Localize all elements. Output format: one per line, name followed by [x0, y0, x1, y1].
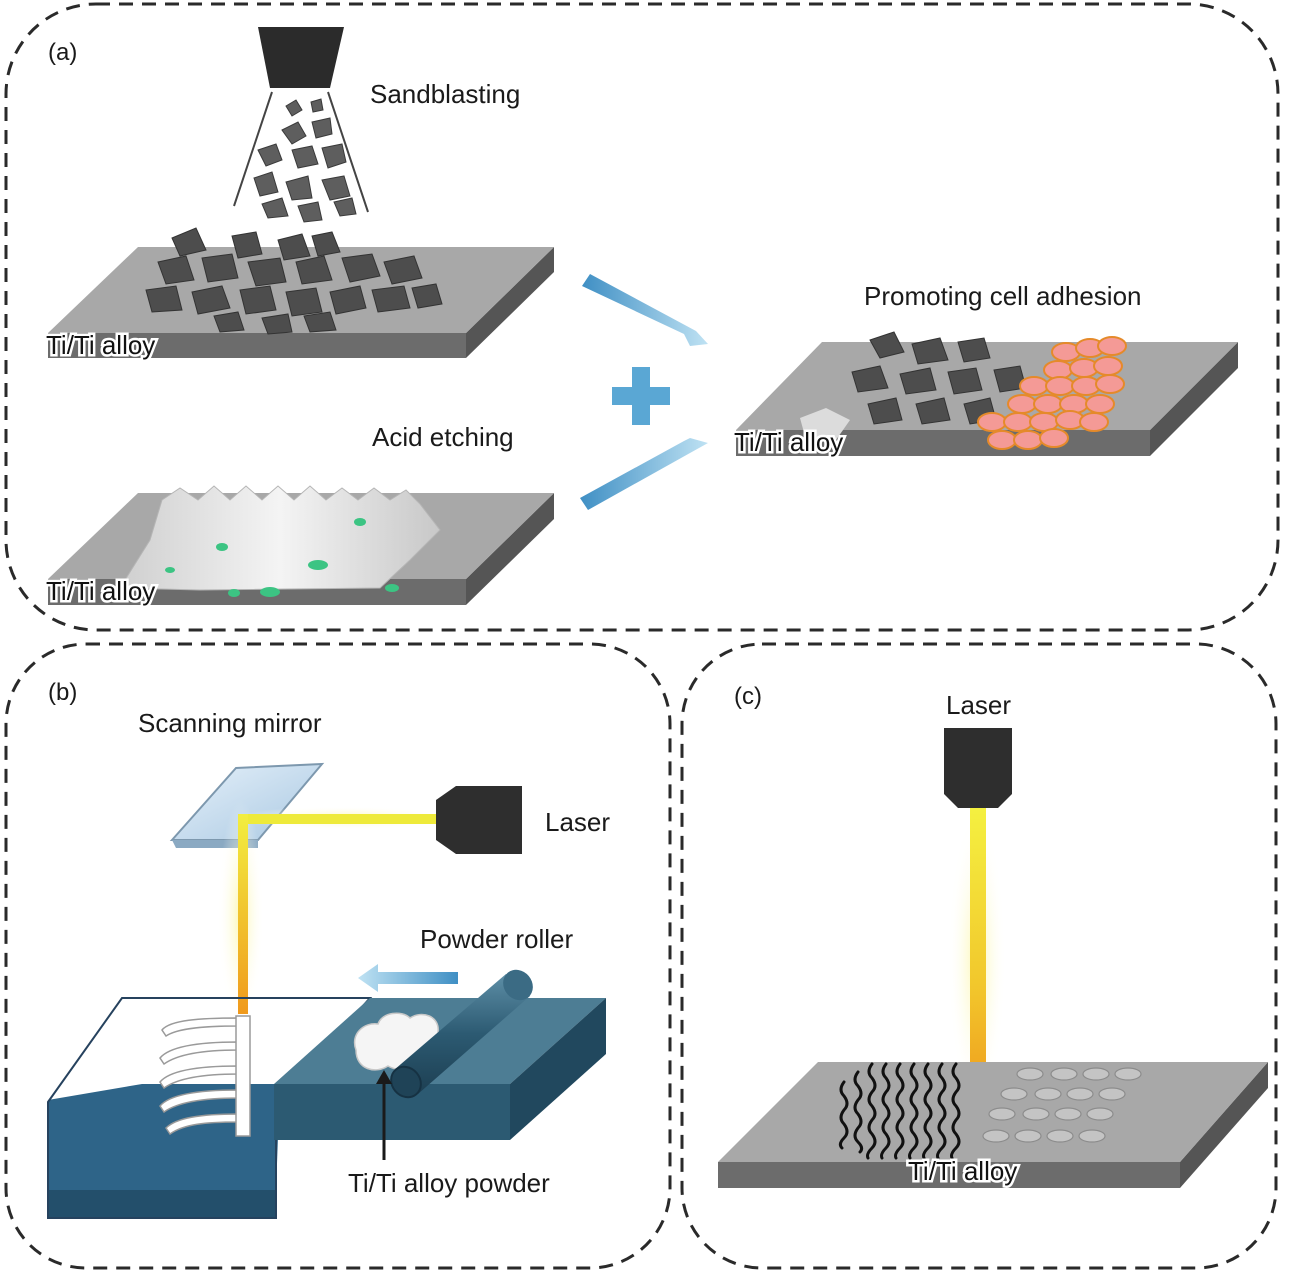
- alloy-label-bottom: Ti/Ti alloy: [46, 576, 155, 606]
- panel-c-label: (c): [734, 683, 762, 710]
- plus-icon: [612, 367, 670, 425]
- sandblasting-nozzle-icon: [233, 27, 369, 213]
- cells-icon: [977, 336, 1127, 450]
- laser-label-b: Laser: [545, 807, 610, 837]
- arrow-bottom-icon: [580, 438, 708, 510]
- panel-c-frame: [680, 642, 1278, 1270]
- sandblasting-label: Sandblasting: [370, 79, 520, 109]
- alloy-label-right: Ti/Ti alloy: [734, 427, 843, 457]
- roller-direction-arrow-icon: [358, 964, 458, 992]
- panel-b-label: (b): [48, 679, 77, 706]
- laser-head-icon-c: [944, 728, 1012, 808]
- arrow-top-icon: [582, 274, 708, 346]
- promoting-label: Promoting cell adhesion: [864, 281, 1142, 311]
- sandblasted-plate: [48, 227, 554, 358]
- powder-label: Ti/Ti alloy powder: [348, 1168, 550, 1198]
- laser-label-c: Laser: [946, 690, 1011, 720]
- printed-part-icon: [159, 1015, 251, 1137]
- powder-roller-icon: [390, 969, 533, 1099]
- powder-roller-label: Powder roller: [420, 924, 574, 954]
- scanning-mirror-label: Scanning mirror: [138, 708, 322, 738]
- panel-b-frame: [4, 642, 672, 1270]
- laser-beam-c: [970, 808, 986, 1104]
- alloy-label-top: Ti/Ti alloy: [46, 330, 155, 360]
- laser-beam-vertical: [238, 814, 248, 1014]
- laser-grooves-icon: [838, 1062, 961, 1160]
- acid-etched-plate: [48, 485, 554, 605]
- acid-etching-label: Acid etching: [372, 422, 514, 452]
- alloy-label-c: Ti/Ti alloy: [908, 1156, 1017, 1186]
- laser-beam-horizontal: [238, 814, 444, 824]
- panel-a-frame: [4, 2, 1280, 632]
- laser-dimples-icon: [982, 1067, 1142, 1143]
- panel-a-label: (a): [48, 39, 77, 66]
- sand-particles-icon: [253, 98, 357, 223]
- laser-head-icon-b: [436, 786, 522, 854]
